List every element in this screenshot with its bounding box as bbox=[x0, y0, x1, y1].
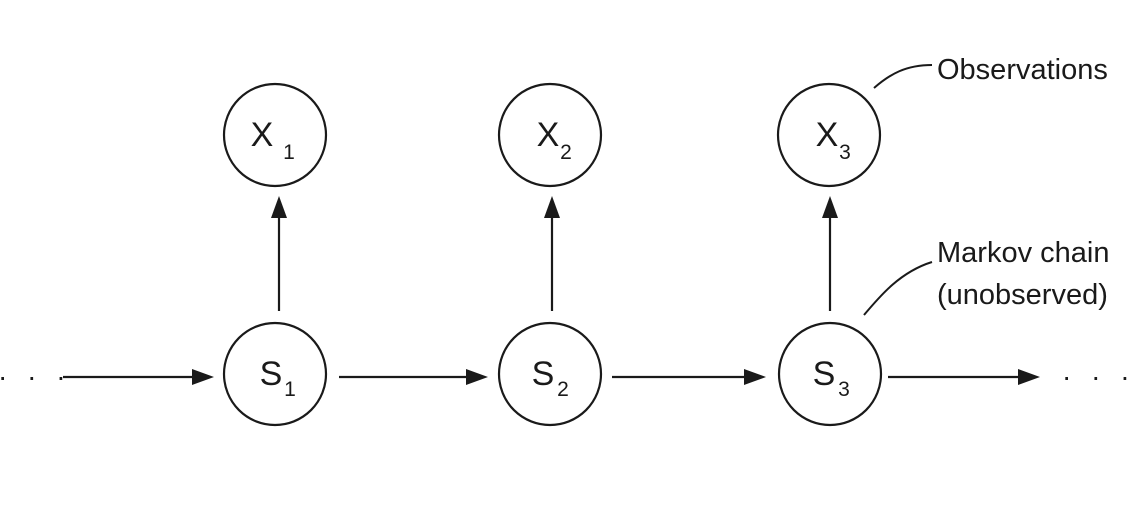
markov-chain-callout-line bbox=[863, 261, 933, 316]
observation-node-3-letter: X bbox=[816, 116, 839, 154]
emission-arrow-1 bbox=[271, 196, 287, 311]
state-node-1: S 1 bbox=[222, 321, 328, 427]
emission-arrow-3 bbox=[822, 196, 838, 311]
observation-node-3-subscript: 3 bbox=[839, 141, 851, 164]
observation-node-2-letter: X bbox=[537, 116, 560, 154]
observation-node-3: X 3 bbox=[776, 82, 882, 188]
state-node-3: S 3 bbox=[777, 321, 883, 427]
state-node-1-subscript: 1 bbox=[284, 378, 296, 401]
observation-node-1-subscript: 1 bbox=[283, 141, 295, 164]
markov-chain-label-line2: (unobserved) bbox=[937, 279, 1108, 311]
observation-node-1-letter: X bbox=[251, 116, 274, 154]
state-node-2-subscript: 2 bbox=[557, 378, 569, 401]
chain-arrow-incoming bbox=[63, 369, 214, 385]
right-ellipsis: · · · bbox=[1062, 361, 1136, 392]
state-node-1-letter: S bbox=[260, 355, 283, 393]
state-node-3-letter: S bbox=[813, 355, 836, 393]
chain-arrow-s1-s2 bbox=[339, 369, 488, 385]
observation-node-2-subscript: 2 bbox=[560, 141, 572, 164]
emission-edges bbox=[271, 196, 838, 311]
chain-arrow-s2-s3 bbox=[612, 369, 766, 385]
chain-edges bbox=[63, 369, 1040, 385]
state-node-2: S 2 bbox=[497, 321, 603, 427]
observations-label: Observations bbox=[937, 54, 1108, 86]
emission-arrow-2 bbox=[544, 196, 560, 311]
state-node-3-subscript: 3 bbox=[838, 378, 850, 401]
markov-chain-callout: Markov chain (unobserved) bbox=[863, 237, 1109, 316]
observations-callout: Observations bbox=[873, 54, 1108, 89]
observation-node-1: X 1 bbox=[222, 82, 328, 188]
observation-node-2: X 2 bbox=[497, 82, 603, 188]
state-node-2-letter: S bbox=[532, 355, 555, 393]
left-ellipsis: · · · bbox=[0, 361, 72, 392]
observations-callout-line bbox=[873, 64, 933, 89]
chain-arrow-outgoing bbox=[888, 369, 1040, 385]
markov-chain-label-line1: Markov chain bbox=[937, 237, 1109, 269]
